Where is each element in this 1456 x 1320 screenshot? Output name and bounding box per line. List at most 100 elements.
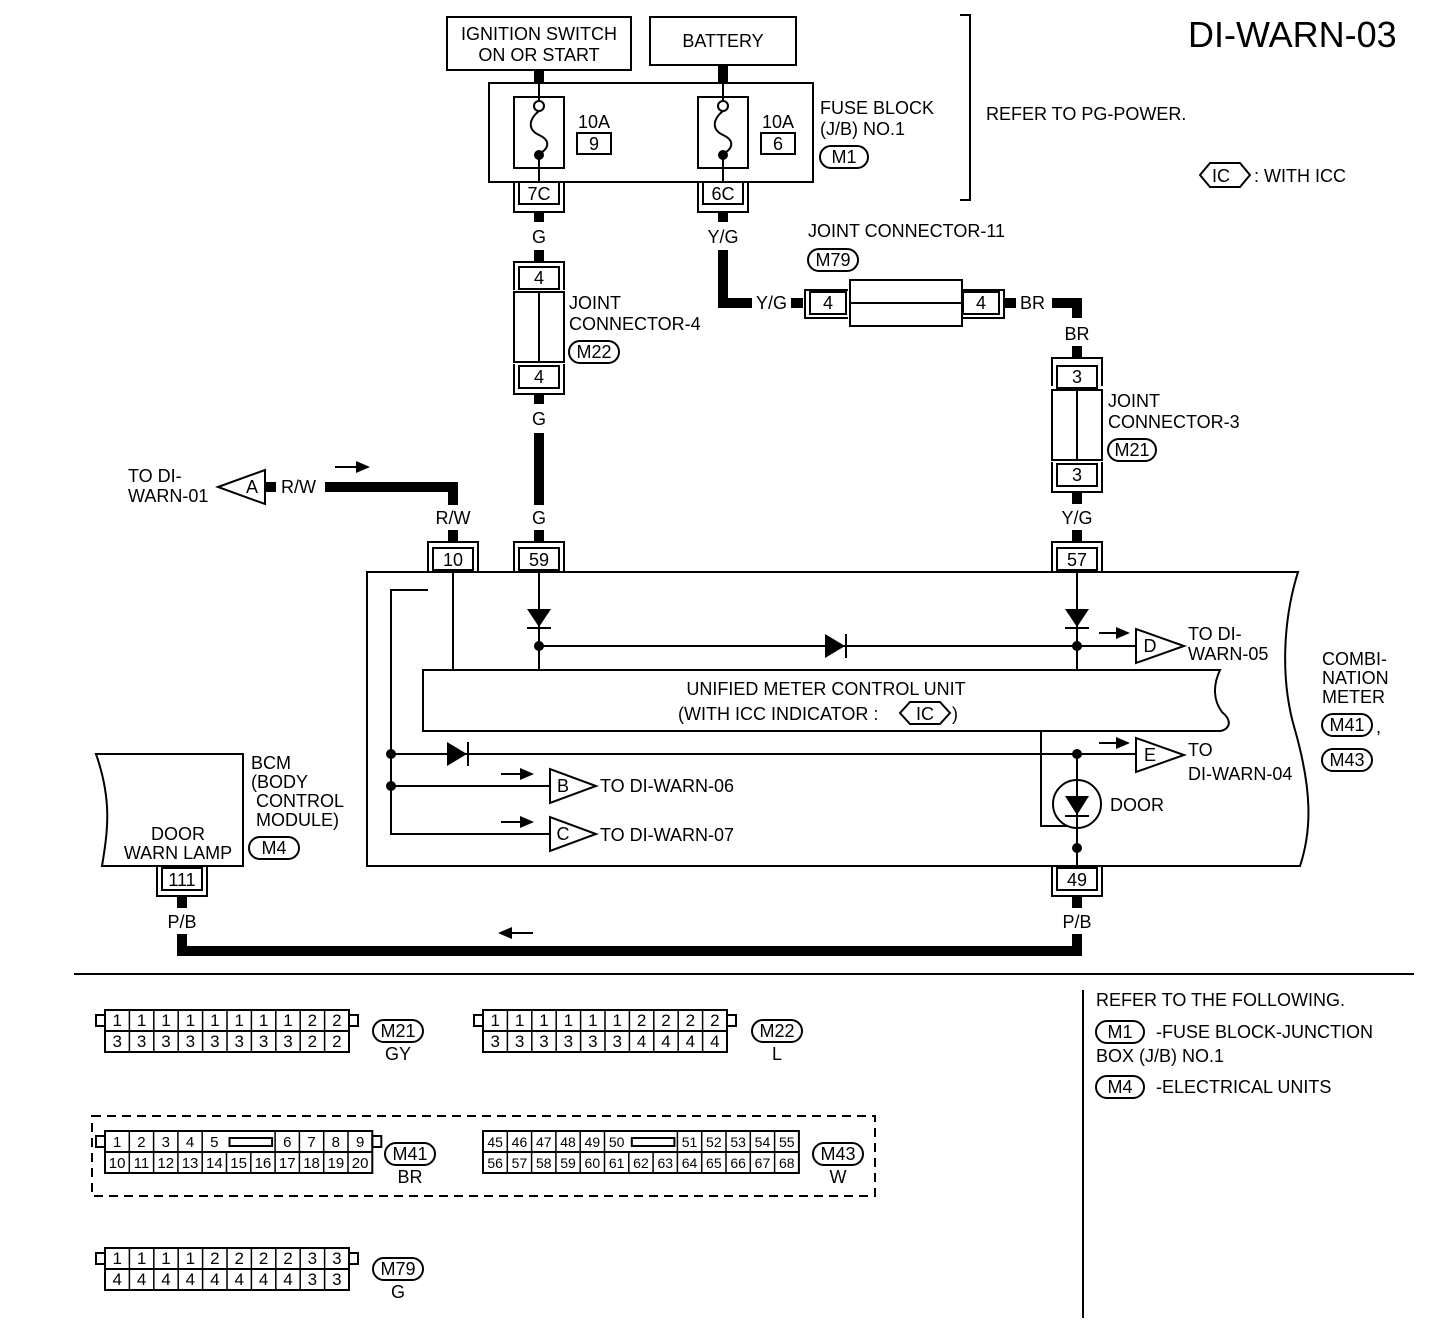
wire-yg-to-jc11 <box>718 250 752 308</box>
pin-m43-52: 52 <box>706 1134 722 1150</box>
bcm-pin-111: 111 <box>156 866 208 897</box>
icc-note-text: : WITH ICC <box>1254 166 1346 186</box>
jc3-conn-badge: M21 <box>1107 438 1157 462</box>
svg-text:M41: M41 <box>1329 715 1364 735</box>
meter-pin-57: 57 <box>1051 541 1103 572</box>
pin-m21-3: 3 <box>234 1032 243 1051</box>
connector-face-m79-color: G <box>391 1282 405 1302</box>
wire-label-rw-left: R/W <box>281 477 316 497</box>
pin-m21-2: 2 <box>332 1032 341 1051</box>
refer-head: REFER TO THE FOLLOWING. <box>1096 990 1345 1010</box>
svg-text:57: 57 <box>1067 550 1087 570</box>
diode-horizontal-top <box>825 634 847 658</box>
connector-b-flag: B <box>549 767 599 805</box>
unit-label: UNIFIED METER CONTROL UNIT <box>686 679 965 699</box>
svg-text:IC: IC <box>916 704 934 724</box>
page-title: DI-WARN-03 <box>1188 14 1397 55</box>
wire-rw <box>325 482 458 505</box>
ignition-label-1: IGNITION SWITCH <box>461 24 617 44</box>
svg-text:M21: M21 <box>1114 440 1149 460</box>
icc-badge <box>1198 162 1252 188</box>
pin-m79-1: 1 <box>161 1249 170 1268</box>
pin-m79-1: 1 <box>112 1249 121 1268</box>
pin-m21-3: 3 <box>283 1032 292 1051</box>
bcm-lamp-label-1: DOOR <box>151 824 205 844</box>
arrow-rw <box>335 461 370 473</box>
connector-face-m22-color: L <box>772 1044 782 1064</box>
jc11-label: JOINT CONNECTOR-11 <box>808 221 1005 241</box>
connector-face-m79-code: M79 <box>380 1259 415 1279</box>
pin-m41-14: 14 <box>206 1155 223 1172</box>
fuse-2-top-node <box>717 100 729 112</box>
pin-m22-3: 3 <box>490 1032 499 1051</box>
to-di-warn-06-text: TO DI-WARN-06 <box>600 776 734 796</box>
connector-face-m43-code: M43 <box>820 1144 855 1164</box>
fuse-block-label-2: (J/B) NO.1 <box>820 119 905 139</box>
node-49 <box>1072 843 1082 853</box>
pin-m43-53: 53 <box>730 1134 746 1150</box>
arrow-d <box>1099 627 1130 639</box>
pin-m43-59: 59 <box>560 1155 576 1171</box>
pin-m21-1: 1 <box>283 1011 292 1030</box>
wire-label-br-down: BR <box>1064 324 1089 344</box>
diode-pin57 <box>1065 609 1089 629</box>
svg-text:4: 4 <box>823 293 833 313</box>
wire-label-br-right: BR <box>1020 293 1045 313</box>
arrow-e <box>1099 737 1130 749</box>
refer-m1-badge: M1 <box>1095 1020 1145 1044</box>
node-e <box>1072 749 1082 759</box>
bcm-label-1: BCM <box>251 753 291 773</box>
pin-m22-1: 1 <box>588 1011 597 1030</box>
meter-name-1: COMBI- <box>1322 649 1387 669</box>
node-59 <box>534 641 544 651</box>
fuse-2-amp: 10A <box>762 112 794 132</box>
arrow-c <box>501 816 534 828</box>
pin-m43-68: 68 <box>779 1155 795 1171</box>
svg-text:59: 59 <box>529 550 549 570</box>
pin-m43-58: 58 <box>536 1155 552 1171</box>
diode-horizontal-bottom <box>447 742 469 766</box>
bcm-body <box>94 753 244 867</box>
pin-m41-16: 16 <box>255 1155 272 1172</box>
connector-face-m41-code: M41 <box>392 1144 427 1164</box>
pin-m41-1: 1 <box>113 1134 121 1151</box>
refer-m1-text-2: BOX (J/B) NO.1 <box>1096 1046 1224 1066</box>
svg-text:4: 4 <box>976 293 986 313</box>
pin-m21-3: 3 <box>137 1032 146 1051</box>
fuse-1-num: 9 <box>589 134 599 154</box>
pin-m43-49: 49 <box>585 1134 601 1150</box>
node-bus-754 <box>386 749 396 759</box>
connector-face-m21-code: M21 <box>380 1021 415 1041</box>
pin-m41-18: 18 <box>303 1155 320 1172</box>
pin-m79-1: 1 <box>186 1249 195 1268</box>
icc-note: IC : WITH ICC <box>1198 162 1346 188</box>
svg-text:3: 3 <box>1072 367 1082 387</box>
meter-pin-59: 59 <box>513 541 565 572</box>
wire-br <box>1052 298 1082 318</box>
pin-m41-15: 15 <box>230 1155 247 1172</box>
pin-m43-61: 61 <box>609 1155 625 1171</box>
svg-text:B: B <box>557 776 569 796</box>
pin-m22-2: 2 <box>661 1011 670 1030</box>
bracket <box>960 14 971 201</box>
pin-m79-4: 4 <box>259 1270 268 1289</box>
meter-conn-badge-m43: M43 <box>1321 748 1373 772</box>
pin-m43-48: 48 <box>560 1134 576 1150</box>
door-label: DOOR <box>1110 795 1164 815</box>
pin-m79-2: 2 <box>283 1249 292 1268</box>
jc11-conn-badge: M79 <box>807 248 859 272</box>
pin-m43-67: 67 <box>755 1155 771 1171</box>
pin-m41-2: 2 <box>137 1134 145 1151</box>
svg-text:A: A <box>246 477 258 497</box>
pin-m21-3: 3 <box>186 1032 195 1051</box>
svg-text:C: C <box>557 824 570 844</box>
door-switch <box>1052 779 1102 829</box>
pin-m43-62: 62 <box>633 1155 649 1171</box>
bcm-label-3: CONTROL <box>256 791 344 811</box>
